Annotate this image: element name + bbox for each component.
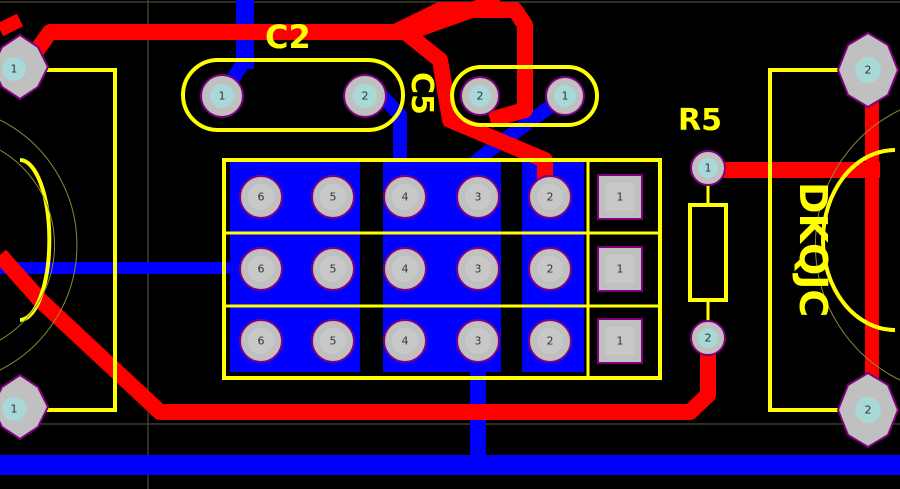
right-part-pad-bottom[interactable]: 2: [836, 371, 900, 449]
pad-label: 2: [547, 263, 554, 276]
c2-pad-1-label: 1: [219, 90, 226, 103]
header-pad-r1-c1[interactable]: 6: [239, 175, 283, 219]
top-layer-traces: [0, 0, 880, 420]
header-pad-r2-c1[interactable]: 6: [239, 247, 283, 291]
left-part-pad-bottom[interactable]: 1: [0, 373, 50, 441]
c2-designator: C2: [265, 18, 311, 56]
right-part-pad-top[interactable]: 2: [836, 31, 900, 109]
header-pad-r1-c5[interactable]: 2: [528, 175, 572, 219]
header-pad-r2-c4[interactable]: 3: [456, 247, 500, 291]
r5-pad-1[interactable]: 1: [690, 150, 726, 186]
r5-pad-1-label: 1: [705, 162, 712, 175]
right-part-designator: DKQJC: [791, 182, 835, 317]
header-outline: [222, 158, 662, 380]
left-part-pad-bottom-label: 1: [11, 403, 18, 416]
pad-label: 4: [402, 263, 409, 276]
pad-label: 5: [330, 263, 337, 276]
r5-pad-2-label: 2: [705, 332, 712, 345]
r5-pad-2[interactable]: 2: [690, 320, 726, 356]
header-pad-r2-c2[interactable]: 5: [311, 247, 355, 291]
pad-label: 1: [617, 335, 624, 348]
header-pad-r1-c4[interactable]: 3: [456, 175, 500, 219]
r5-designator: R5: [678, 103, 722, 138]
right-part-pad-bottom-label: 2: [865, 404, 872, 417]
pad-label: 6: [258, 263, 265, 276]
header-pad-r1-c2[interactable]: 5: [311, 175, 355, 219]
header-pad-r1-c6[interactable]: 1: [597, 174, 643, 220]
silkscreen-outlines: [19, 58, 896, 412]
header-pads: 6 5 4 3 2 1 6 5 4 3 2 1 6 5 4 3 2 1: [239, 174, 643, 364]
c5-designator: C5: [404, 72, 439, 115]
r5-body: [688, 203, 728, 302]
pad-label: 6: [258, 335, 265, 348]
left-part-outline: [45, 68, 117, 412]
header-pad-r2-c6[interactable]: 1: [597, 246, 643, 292]
pad-label: 3: [475, 335, 482, 348]
right-part-outline: [768, 68, 840, 412]
pad-label: 4: [402, 191, 409, 204]
header-pad-r3-c2[interactable]: 5: [311, 319, 355, 363]
header-pad-r3-c1[interactable]: 6: [239, 319, 283, 363]
header-pad-r3-c5[interactable]: 2: [528, 319, 572, 363]
pad-label: 5: [330, 191, 337, 204]
header-pad-r1-c3[interactable]: 4: [383, 175, 427, 219]
right-part-pad-top-label: 2: [865, 64, 872, 77]
c5-pad-1-label: 1: [562, 90, 569, 103]
pad-label: 3: [475, 263, 482, 276]
header-pad-r3-c6[interactable]: 1: [597, 318, 643, 364]
c5-pad-2[interactable]: 2: [460, 76, 500, 116]
pad-label: 5: [330, 335, 337, 348]
pad-label: 2: [547, 335, 554, 348]
pad-label: 4: [402, 335, 409, 348]
header-pad-r2-c3[interactable]: 4: [383, 247, 427, 291]
header-pad-r2-c5[interactable]: 2: [528, 247, 572, 291]
c2-pad-2-label: 2: [362, 90, 369, 103]
pad-label: 2: [547, 191, 554, 204]
c5-pad-1[interactable]: 1: [545, 76, 585, 116]
header-pad-r3-c4[interactable]: 3: [456, 319, 500, 363]
c5-outline: [450, 65, 599, 127]
pad-label: 1: [617, 191, 624, 204]
c2-pad-2[interactable]: 2: [343, 74, 387, 118]
c2-pad-1[interactable]: 1: [200, 74, 244, 118]
silkscreen-thin-arcs: [0, 109, 900, 381]
c5-pad-2-label: 2: [477, 90, 484, 103]
pad-label: 1: [617, 263, 624, 276]
header-pad-r3-c3[interactable]: 4: [383, 319, 427, 363]
pad-label: 6: [258, 191, 265, 204]
left-part-pad-top[interactable]: 1: [0, 33, 50, 101]
left-part-pad-top-label: 1: [11, 63, 18, 76]
pad-label: 3: [475, 191, 482, 204]
c2-outline: [181, 58, 405, 132]
